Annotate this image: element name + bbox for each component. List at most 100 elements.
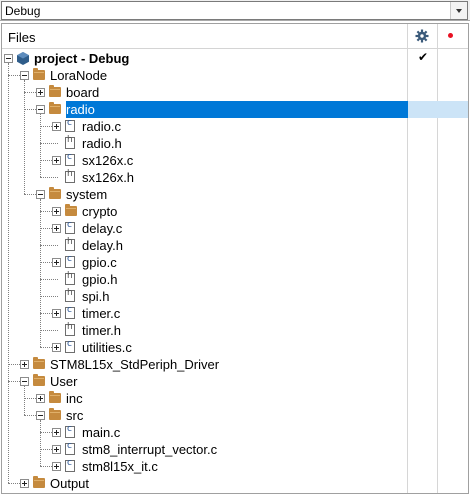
tree-item[interactable]: system bbox=[2, 186, 468, 203]
tree-connector bbox=[8, 75, 26, 76]
tree-connector bbox=[40, 432, 58, 433]
tree-item-label: sx126x.h bbox=[82, 170, 135, 185]
tree-item-label: gpio.h bbox=[82, 272, 118, 287]
tree-item[interactable]: delay.c bbox=[2, 220, 468, 237]
tree-item[interactable]: stm8l15x_it.c bbox=[2, 458, 468, 475]
project-icon bbox=[17, 52, 29, 65]
collapse-minus-icon[interactable] bbox=[36, 190, 45, 199]
tree-item[interactable]: board bbox=[2, 84, 468, 101]
tree-item-label: delay.h bbox=[82, 238, 123, 253]
configuration-select[interactable]: Debug bbox=[1, 1, 468, 20]
tree-connector bbox=[40, 296, 58, 297]
tree-item[interactable]: sx126x.c bbox=[2, 152, 468, 169]
selection-highlight bbox=[408, 101, 468, 118]
c-file-icon bbox=[65, 441, 75, 455]
tree-item[interactable]: utilities.c bbox=[2, 339, 468, 356]
expand-plus-icon[interactable] bbox=[52, 343, 61, 352]
tree-item[interactable]: gpio.h bbox=[2, 271, 468, 288]
collapse-minus-icon[interactable] bbox=[20, 377, 29, 386]
tree-connector bbox=[24, 92, 42, 93]
tree-item[interactable]: inc bbox=[2, 390, 468, 407]
tree-connector bbox=[24, 398, 42, 399]
tree-item[interactable]: radio bbox=[2, 101, 468, 118]
tree-connector bbox=[40, 449, 58, 450]
expand-plus-icon[interactable] bbox=[52, 428, 61, 437]
tree-item[interactable]: STM8L15x_StdPeriph_Driver bbox=[2, 356, 468, 373]
tree-connector bbox=[40, 114, 41, 177]
expand-plus-icon[interactable] bbox=[52, 224, 61, 233]
expand-plus-icon[interactable] bbox=[36, 394, 45, 403]
collapse-minus-icon[interactable] bbox=[36, 105, 45, 114]
tree-item-label: Output bbox=[50, 476, 90, 491]
c-file-icon bbox=[65, 220, 75, 234]
expand-plus-icon[interactable] bbox=[20, 479, 29, 488]
expand-plus-icon[interactable] bbox=[52, 462, 61, 471]
tree-item-label: timer.h bbox=[82, 323, 122, 338]
tree-connector bbox=[40, 126, 58, 127]
folder-icon bbox=[49, 187, 61, 199]
expand-plus-icon[interactable] bbox=[52, 156, 61, 165]
tree-item[interactable]: sx126x.h bbox=[2, 169, 468, 186]
selection-highlight bbox=[66, 101, 408, 118]
h-file-icon bbox=[65, 135, 75, 149]
expand-plus-icon[interactable] bbox=[52, 309, 61, 318]
tree-item[interactable]: timer.h bbox=[2, 322, 468, 339]
tree-connector bbox=[8, 483, 26, 484]
tree-connector bbox=[40, 160, 58, 161]
tree-item-label: User bbox=[50, 374, 78, 389]
tree-item-label: STM8L15x_StdPeriph_Driver bbox=[50, 357, 220, 372]
tree-item[interactable]: User bbox=[2, 373, 468, 390]
expand-plus-icon[interactable] bbox=[36, 88, 45, 97]
tree-item[interactable]: timer.c bbox=[2, 305, 468, 322]
expand-plus-icon[interactable] bbox=[52, 445, 61, 454]
tree-connector bbox=[40, 466, 58, 467]
collapse-minus-icon[interactable] bbox=[4, 54, 13, 63]
tree-item-label: radio.h bbox=[82, 136, 122, 151]
tree-item-label: stm8_interrupt_vector.c bbox=[82, 442, 218, 457]
folder-icon bbox=[33, 476, 45, 488]
tree-item[interactable]: spi.h bbox=[2, 288, 468, 305]
tree-item[interactable]: stm8_interrupt_vector.c bbox=[2, 441, 468, 458]
folder-icon bbox=[33, 357, 45, 369]
tree-item[interactable]: radio.c bbox=[2, 118, 468, 135]
folder-icon bbox=[49, 408, 61, 420]
tree-connector bbox=[40, 420, 41, 466]
tree-item-label: board bbox=[66, 85, 100, 100]
expand-plus-icon[interactable] bbox=[20, 360, 29, 369]
expand-plus-icon[interactable] bbox=[52, 258, 61, 267]
tree-item-label: sx126x.c bbox=[82, 153, 134, 168]
tree-item[interactable]: Output bbox=[2, 475, 468, 492]
folder-icon bbox=[33, 374, 45, 386]
tree-connector bbox=[40, 177, 58, 178]
expand-plus-icon[interactable] bbox=[52, 122, 61, 131]
tree-item-label: inc bbox=[66, 391, 83, 406]
tree-item[interactable]: radio.h bbox=[2, 135, 468, 152]
tree-item[interactable]: project - Debug✔ bbox=[2, 50, 468, 67]
tree-item[interactable]: src bbox=[2, 407, 468, 424]
column-separator bbox=[437, 24, 438, 493]
tree-connector bbox=[40, 245, 58, 246]
tree-item[interactable]: gpio.c bbox=[2, 254, 468, 271]
tree-item-label: main.c bbox=[82, 425, 121, 440]
tree-item-label: delay.c bbox=[82, 221, 123, 236]
tree-item[interactable]: delay.h bbox=[2, 237, 468, 254]
c-file-icon bbox=[65, 118, 75, 132]
tree-item[interactable]: crypto bbox=[2, 203, 468, 220]
chevron-down-icon[interactable] bbox=[450, 2, 467, 19]
tree-connector bbox=[40, 347, 58, 348]
files-column-label: Files bbox=[8, 30, 36, 45]
folder-icon bbox=[49, 85, 61, 97]
tree-item[interactable]: LoraNode bbox=[2, 67, 468, 84]
tree-item-label: src bbox=[66, 408, 84, 423]
collapse-minus-icon[interactable] bbox=[36, 411, 45, 420]
tree-item-label: system bbox=[66, 187, 108, 202]
tree-connector bbox=[40, 228, 58, 229]
gear-icon[interactable] bbox=[415, 29, 429, 43]
tree-item[interactable]: main.c bbox=[2, 424, 468, 441]
collapse-minus-icon[interactable] bbox=[20, 71, 29, 80]
h-file-icon bbox=[65, 237, 75, 251]
column-separator bbox=[407, 24, 408, 493]
expand-plus-icon[interactable] bbox=[52, 207, 61, 216]
breakpoint-dot-icon[interactable] bbox=[448, 33, 453, 38]
